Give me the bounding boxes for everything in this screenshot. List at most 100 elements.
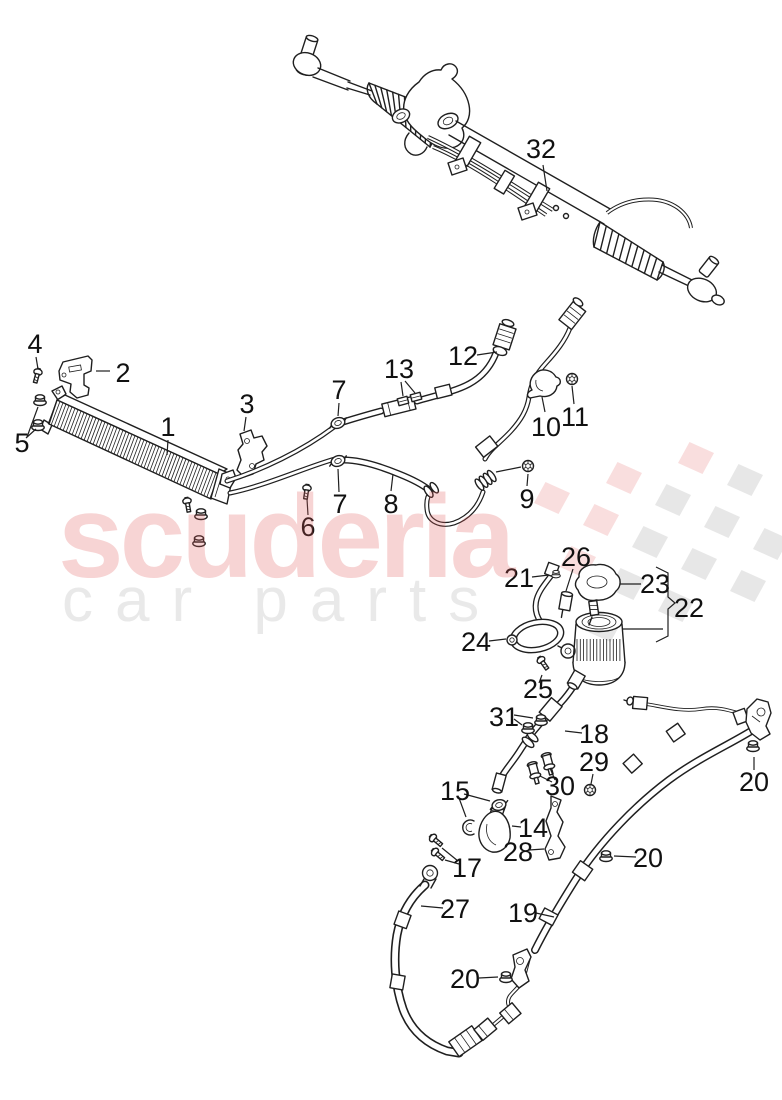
leader-line [613, 855, 637, 858]
washer-nut-icon [565, 372, 579, 386]
part-label-4: 4 [27, 329, 42, 359]
leader-line [476, 351, 498, 356]
leader-line [25, 428, 37, 439]
leader-line [26, 406, 39, 438]
leader-line [531, 574, 550, 578]
steering-rack-drawing [292, 34, 725, 306]
screw-icon [32, 367, 43, 384]
mounting-bracket-3-drawing [219, 429, 268, 489]
oil-cooler-drawing [39, 385, 234, 505]
part-label-13: 13 [384, 354, 414, 384]
part-label-9: 9 [519, 484, 534, 514]
part-label-32: 32 [526, 134, 556, 164]
pipe-bracket-19-drawing [745, 698, 772, 741]
reservoir-cap-drawing [574, 563, 621, 626]
hex-nut-icon [599, 850, 613, 863]
hydraulic-lines-drawing [224, 325, 760, 1058]
part-label-22: 22 [674, 593, 704, 623]
part-label-28: 28 [503, 837, 533, 867]
hex-nut-icon [194, 508, 208, 521]
watermark-sub-text: car parts [62, 566, 501, 635]
leader-line [337, 468, 340, 493]
leader-line [542, 164, 548, 192]
leader-line [513, 718, 523, 726]
leader-line [390, 473, 394, 492]
watermark-flag-icon [534, 442, 782, 642]
leader-line [420, 905, 444, 909]
leader-line [526, 473, 529, 487]
damper-bobbin-icon [526, 760, 542, 785]
screw-icon [182, 496, 192, 513]
screw-icon [536, 655, 550, 671]
part-label-20: 20 [739, 767, 769, 797]
part-label-17: 17 [452, 853, 482, 883]
leader-line [528, 848, 545, 851]
part-label-31: 31 [489, 702, 519, 732]
clip-icon [409, 391, 423, 403]
group-22-brace [655, 566, 676, 643]
leader-line [404, 380, 416, 394]
leader-line [549, 767, 556, 781]
part-label-10: 10 [531, 412, 561, 442]
reservoir-drawing [506, 561, 676, 691]
part-label-3: 3 [239, 389, 254, 419]
steering-boot-right [592, 221, 665, 281]
hose-clamp-icon [489, 798, 509, 812]
part-label-21: 21 [504, 563, 534, 593]
part-label-7: 7 [331, 375, 346, 405]
leader-line [337, 402, 340, 417]
part-label-26: 26 [561, 542, 591, 572]
washer-nut-icon [583, 783, 597, 797]
part-label-1: 1 [160, 412, 175, 442]
hex-nut-icon [31, 419, 45, 432]
clip-icon [396, 395, 410, 407]
hex-nut-icon [33, 394, 47, 407]
pipe-bracket-bottom-drawing [510, 948, 532, 989]
screw-icon [302, 483, 312, 500]
leader-line [541, 396, 546, 413]
leader-line [511, 825, 522, 828]
pipe-clamp-10-drawing [526, 369, 561, 399]
part-label-6: 6 [300, 512, 315, 542]
leader-line [444, 859, 460, 865]
leader-line [538, 674, 543, 684]
part-label-29: 29 [579, 747, 609, 777]
hex-nut-icon [499, 971, 513, 984]
part-label-25: 25 [523, 674, 553, 704]
part-label-20: 20 [633, 843, 663, 873]
hex-nut-icon [551, 569, 561, 579]
screw-icon [428, 833, 444, 848]
hose-clamp-icon [329, 416, 347, 430]
part-label-7: 7 [332, 489, 347, 519]
leader-line [400, 381, 404, 397]
leader-line [306, 498, 309, 516]
line-fittings-drawing [381, 297, 587, 499]
leader-line [35, 356, 39, 370]
leader-line [564, 730, 583, 734]
watermark-brand-text: scuderia [58, 471, 517, 603]
bracket-28-drawing [544, 795, 566, 861]
hex-nut-icon [521, 722, 535, 735]
part-label-20: 20 [450, 964, 480, 994]
part-label-27: 27 [440, 894, 470, 924]
leader-line [571, 385, 575, 405]
leader-line [495, 466, 522, 473]
leader-line [513, 714, 534, 719]
part-label-18: 18 [579, 719, 609, 749]
mounting-bracket-2-drawing [58, 355, 93, 399]
leader-line [166, 439, 169, 456]
fasteners-drawing [31, 367, 760, 984]
hose-clamp-icon [329, 454, 347, 468]
part-label-14: 14 [518, 813, 548, 843]
leader-line [535, 912, 555, 918]
part-label-11: 11 [561, 402, 589, 432]
part-label-19: 19 [508, 898, 538, 928]
part-label-2: 2 [115, 358, 130, 388]
leader-line [458, 797, 467, 818]
sensor-26-drawing [558, 590, 574, 619]
part-label-5: 5 [14, 428, 29, 458]
leader-line [488, 638, 507, 642]
leader-line [243, 416, 247, 432]
